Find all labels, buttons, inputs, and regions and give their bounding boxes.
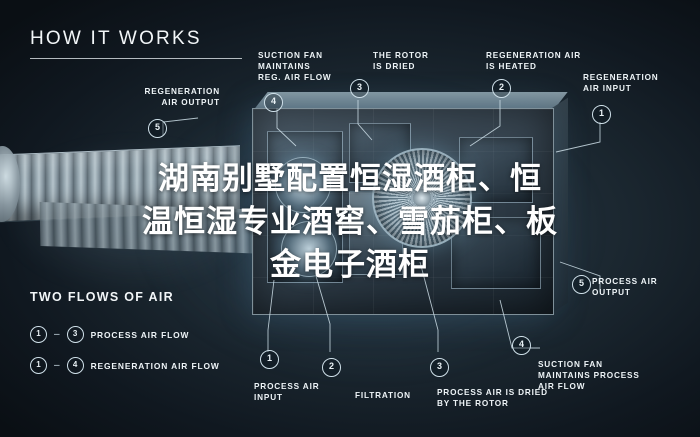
legend-bullet-1a: 1 [30,326,47,343]
callout-label-process-air-output: PROCESS AIR OUTPUT [592,277,658,297]
legend-dash-b: – [54,360,60,371]
inner-module-right-bottom [451,217,541,289]
callout-label-regeneration-air-output: REGENERATION AIR OUTPUT [144,87,220,107]
overlay-line-2: 温恒湿专业酒窖、雪茄柜、板 [142,204,558,240]
legend-row-regeneration-air: 1 – 4 REGENERATION AIR FLOW [30,357,220,374]
legend-row-process-air: 1 – 3 PROCESS AIR FLOW [30,326,189,343]
callout-bullet-1-process-input: 1 [260,350,279,369]
callout-label-process-air-dried: PROCESS AIR IS DRIED BY THE ROTOR [437,388,548,408]
callout-label-suction-fan-reg: SUCTION FAN MAINTAINS REG. AIR FLOW [258,51,332,82]
legend-bullet-1b: 1 [30,357,47,374]
page-title: HOW IT WORKS [30,28,202,49]
callout-label-process-air-input: PROCESS AIR INPUT [254,382,320,402]
callout-bullet-3-process-dried: 3 [430,358,449,377]
legend-label-process-air-flow: PROCESS AIR FLOW [90,329,190,340]
callout-label-regen-air-input: REGENERATION AIR INPUT [583,73,659,93]
legend-bullet-4: 4 [66,357,84,374]
callout-bullet-4-suction-fan-reg: 4 [264,93,283,112]
legend-title: TWO FLOWS OF AIR [30,290,174,304]
callout-bullet-5-regen-output: 5 [148,119,167,138]
overlay-line-1: 湖南别墅配置恒湿酒柜、恒 [158,161,542,197]
overlay-line-3: 金电子酒柜 [270,247,430,283]
callout-bullet-4-suction-fan-process: 4 [512,336,531,355]
legend-label-regeneration-air-flow: REGENERATION AIR FLOW [90,360,220,371]
fan-regeneration [275,157,331,213]
title-underline [30,58,242,59]
legend-dash-a: – [54,329,60,340]
rotor-hub [413,189,431,207]
fan-process [281,221,337,277]
overlay-watermark: 湖南别墅配置恒湿酒柜、恒 温恒湿专业酒窖、雪茄柜、板 金电子酒柜 [0,158,700,287]
callout-label-suction-fan-process: SUCTION FAN MAINTAINS PROCESS AIR FLOW [538,360,640,391]
legend-bullet-3: 3 [66,326,84,343]
callout-bullet-2-regen-heated: 2 [492,79,511,98]
callout-bullet-1-regen-input: 1 [592,105,611,124]
callout-bullet-3-rotor-dried: 3 [350,79,369,98]
callout-bullet-2-filtration: 2 [322,358,341,377]
callout-label-rotor-dried: THE ROTOR IS DRIED [373,51,429,71]
callout-bullet-5-process-output: 5 [572,275,591,294]
callout-label-filtration: FILTRATION [355,391,411,400]
desiccant-rotor [372,148,472,248]
callout-label-regen-air-heated: REGENERATION AIR IS HEATED [486,51,582,71]
